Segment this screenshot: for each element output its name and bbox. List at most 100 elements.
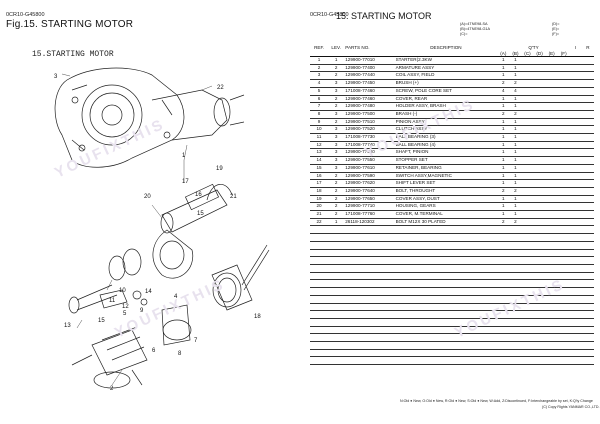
cell-empty — [497, 241, 510, 250]
table-header-row: REF. LEV. PARTS NO. DESCRIPTION Q'TY I R — [310, 44, 594, 50]
cell-empty — [569, 164, 582, 173]
cell-empty — [328, 303, 345, 312]
cell-empty — [557, 341, 570, 350]
cell-empty — [569, 349, 582, 358]
cell-lev: 2 — [328, 172, 345, 181]
left-page: 0CR10-G45800 Fig.15. STARTING MOTOR 15.S… — [6, 12, 270, 392]
model-note-b: (B)=4TNE98-G1A — [460, 27, 491, 31]
table-row-empty — [310, 318, 594, 327]
cell-pn: 129900-77710 — [344, 202, 395, 212]
cell-empty — [533, 179, 546, 188]
cell-empty — [569, 64, 582, 73]
cell-empty — [545, 202, 558, 212]
cell-empty — [533, 156, 546, 165]
cell-empty — [521, 118, 534, 127]
cell-empty — [521, 333, 534, 342]
cell-b: 1 — [509, 118, 522, 127]
cell-ref: 2 — [310, 64, 329, 73]
cell-empty — [569, 218, 582, 227]
cell-empty — [545, 179, 558, 188]
cell-empty — [344, 356, 395, 366]
cell-empty — [509, 279, 522, 289]
cell-b: 2 — [509, 218, 522, 227]
cell-empty — [581, 179, 594, 188]
cell-desc: RETAINER, BEARING — [394, 164, 498, 173]
cell-empty — [509, 349, 522, 358]
cell-empty — [310, 349, 329, 358]
cell-empty — [533, 264, 546, 273]
cell-a: 1 — [497, 56, 510, 65]
cell-empty — [394, 225, 498, 235]
cell-pn: 171008-77740 — [344, 141, 395, 150]
cell-empty — [310, 264, 329, 273]
cell-desc: SCREW, POLE CORE SET — [394, 87, 498, 96]
table-row-empty — [310, 310, 594, 319]
cell-empty — [344, 318, 395, 327]
cell-empty — [581, 310, 594, 319]
callout-3: 3 — [54, 74, 58, 80]
cell-empty — [545, 256, 558, 265]
cell-a: 4 — [497, 87, 510, 96]
callout-13: 13 — [64, 323, 71, 329]
callout-19: 19 — [216, 166, 223, 172]
cell-empty — [557, 318, 570, 327]
cell-desc: STOPPER SET — [394, 156, 498, 165]
cell-a: 1 — [497, 195, 510, 204]
cell-empty — [569, 249, 582, 258]
callout-4: 4 — [174, 294, 178, 300]
cell-empty — [581, 95, 594, 104]
cell-lev: 2 — [328, 210, 345, 219]
cell-empty — [569, 256, 582, 265]
cell-ref: 16 — [310, 172, 329, 181]
table-row-empty — [310, 295, 594, 304]
cell-empty — [557, 95, 570, 104]
header-col-f: (F) — [557, 50, 570, 57]
callout-18: 18 — [254, 314, 261, 320]
cell-lev: 2 — [328, 202, 345, 212]
cell-empty — [533, 56, 546, 65]
cell-empty — [521, 225, 534, 235]
cell-empty — [521, 179, 534, 188]
callout-2: 2 — [110, 386, 114, 392]
cell-empty — [533, 118, 546, 127]
cell-empty — [569, 141, 582, 150]
cell-empty — [533, 287, 546, 296]
model-note-e: (E)= — [552, 27, 560, 31]
cell-pn: 129900-77650 — [344, 195, 395, 204]
cell-pn: 129900-77400 — [344, 64, 395, 73]
armature-drawing — [71, 326, 148, 389]
cell-empty — [545, 133, 558, 142]
cell-empty — [533, 256, 546, 265]
cell-empty — [581, 272, 594, 281]
cell-empty — [310, 326, 329, 335]
table-row-empty — [310, 225, 594, 235]
cell-empty — [509, 303, 522, 312]
cell-empty — [394, 303, 498, 312]
cell-lev: 2 — [328, 64, 345, 73]
cell-empty — [328, 349, 345, 358]
cell-a: 2 — [497, 187, 510, 196]
cell-empty — [581, 172, 594, 181]
cell-b: 1 — [509, 102, 522, 111]
figure-title: Fig.15. STARTING MOTOR — [6, 19, 134, 30]
cell-empty — [581, 249, 594, 258]
cell-empty — [557, 295, 570, 304]
table-subheader-row: (A) (B) (C) (D) (E) (F) — [310, 50, 594, 57]
cell-empty — [509, 264, 522, 273]
cell-empty — [533, 218, 546, 227]
cell-empty — [557, 241, 570, 250]
cell-ref: 15 — [310, 164, 329, 173]
cell-empty — [344, 241, 395, 250]
cell-lev: 2 — [328, 118, 345, 127]
cell-empty — [310, 356, 329, 366]
cell-empty — [557, 102, 570, 111]
cell-empty — [509, 318, 522, 327]
cell-empty — [310, 249, 329, 258]
cell-empty — [581, 356, 594, 366]
table-row-empty — [310, 279, 594, 289]
